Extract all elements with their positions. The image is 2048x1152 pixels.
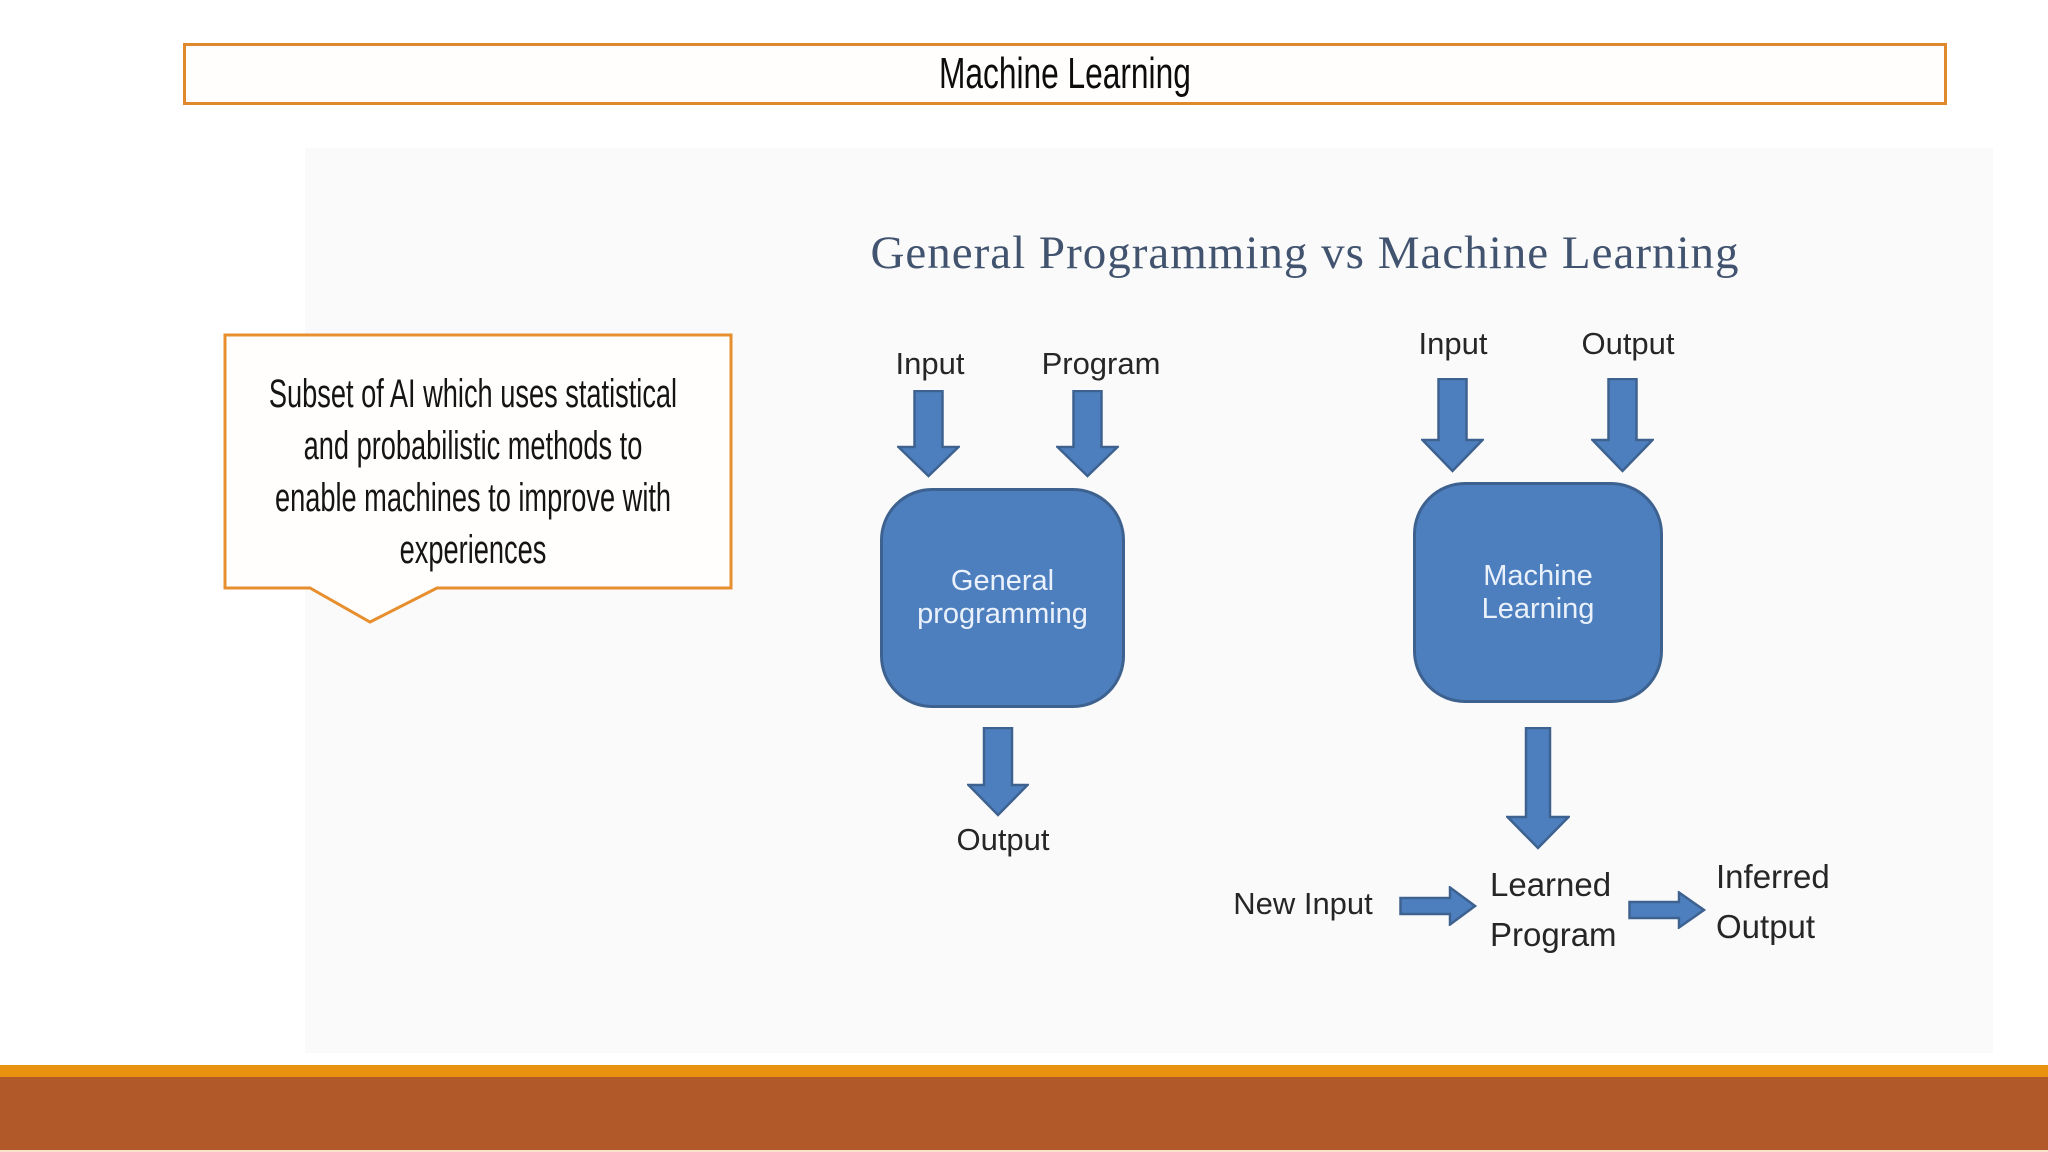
general-programming-box: General programming: [880, 488, 1125, 708]
callout-text: Subset of AI which uses statistical and …: [268, 371, 678, 572]
gp-program-label: Program: [1041, 346, 1161, 381]
machine-learning-box-label: Machine Learning: [1481, 559, 1595, 625]
gp-output-label: Output: [956, 822, 1050, 857]
callout-outline-icon: [223, 333, 733, 624]
slide-title-bar: Machine Learning: [183, 43, 1947, 105]
footer-bottom-strip: [0, 1150, 2048, 1152]
diagram-image-panel: [305, 148, 1993, 1053]
callout-bubble: Subset of AI which uses statistical and …: [220, 330, 750, 630]
learned-inferred-right-arrow-icon: [1628, 891, 1706, 929]
callout-textbox: Subset of AI which uses statistical and …: [228, 355, 718, 588]
footer-bar: [0, 1077, 2048, 1150]
footer-accent-strip: [0, 1065, 2048, 1077]
ml-output-down-arrow-icon: [1591, 378, 1654, 473]
ml-learned-down-arrow-icon: [1506, 727, 1570, 850]
general-programming-box-label: General programming: [917, 565, 1088, 630]
gp-output-down-arrow-icon: [967, 727, 1029, 817]
learned-program-label: Learned Program: [1490, 866, 1617, 953]
ml-input-down-arrow-icon: [1421, 378, 1484, 473]
gp-program-down-arrow-icon: [1056, 390, 1119, 478]
new-input-label: New Input: [1233, 886, 1373, 921]
inferred-output-label: Inferred Output: [1716, 858, 1830, 945]
gp-input-down-arrow-icon: [897, 390, 960, 478]
machine-learning-box: Machine Learning: [1413, 482, 1663, 703]
gp-input-label: Input: [895, 346, 965, 381]
ml-output-label: Output: [1581, 326, 1675, 361]
slide-title: Machine Learning: [939, 49, 1191, 98]
diagram-title: General Programming vs Machine Learning: [870, 227, 1740, 279]
speech-bubble-tail-down-icon: [223, 333, 733, 624]
ml-input-label: Input: [1418, 326, 1488, 361]
new-input-right-arrow-icon: [1399, 886, 1477, 926]
